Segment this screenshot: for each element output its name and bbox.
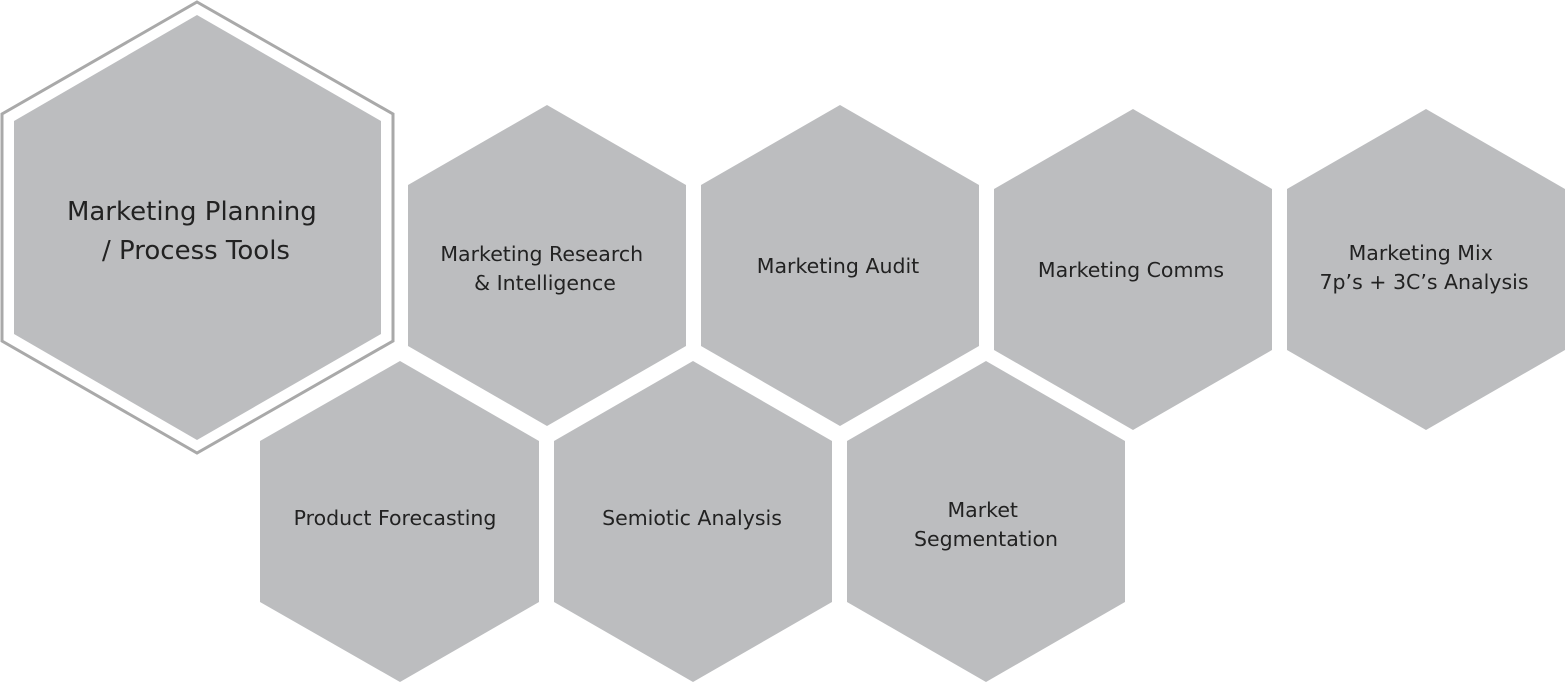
hex-marketing-research-shape: [408, 105, 686, 426]
hex-marketing-research: Marketing Research & Intelligence: [408, 105, 686, 426]
hex-marketing-audit-label: Marketing Audit: [757, 254, 919, 278]
hex-marketing-audit: Marketing Audit: [701, 105, 979, 426]
hex-product-forecasting-label: Product Forecasting: [294, 506, 497, 530]
hex-marketing-mix: Marketing Mix 7p’s + 3C’s Analysis: [1287, 109, 1565, 430]
hex-marketing-comms: Marketing Comms: [994, 109, 1272, 430]
hex-marketing-planning-shape: [14, 15, 381, 440]
hex-marketing-planning-label: Marketing Planning / Process Tools: [67, 197, 325, 266]
hex-marketing-planning: Marketing Planning / Process Tools: [0, 0, 395, 455]
hex-semiotic-analysis: Semiotic Analysis: [554, 361, 832, 682]
hex-marketing-research-label: Marketing Research & Intelligence: [440, 242, 649, 295]
hex-product-forecasting-shape: [260, 361, 539, 682]
hex-semiotic-analysis-shape: [554, 361, 832, 682]
hex-semiotic-analysis-label: Semiotic Analysis: [602, 506, 782, 530]
hex-marketing-comms-label: Marketing Comms: [1038, 258, 1224, 282]
hex-market-segmentation-label: Market Segmentation: [914, 498, 1058, 551]
hex-marketing-planning-outline: [0, 0, 395, 455]
hex-market-segmentation: Market Segmentation: [847, 361, 1125, 682]
hex-product-forecasting: Product Forecasting: [260, 361, 539, 682]
hex-marketing-mix-shape: [1287, 109, 1565, 430]
hex-marketing-mix-label: Marketing Mix 7p’s + 3C’s Analysis: [1320, 241, 1529, 294]
hex-market-segmentation-shape: [847, 361, 1125, 682]
hex-marketing-audit-shape: [701, 105, 979, 426]
hex-marketing-comms-shape: [994, 109, 1272, 430]
